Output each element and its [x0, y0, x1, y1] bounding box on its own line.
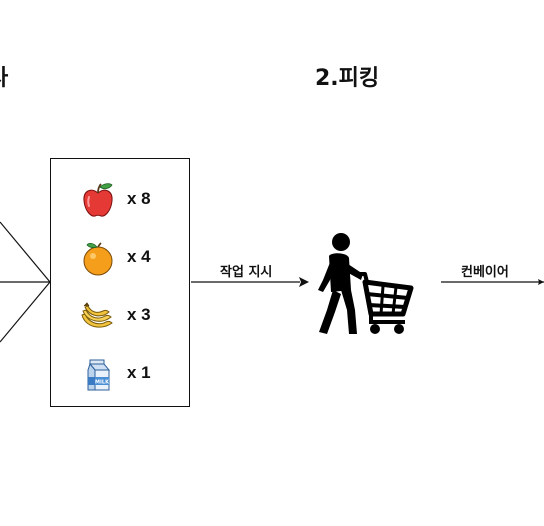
picking-step-title: 2.피킹 [315, 66, 380, 91]
apple-icon [83, 183, 113, 217]
order-item-orange: x 4 [51, 239, 191, 279]
previous-step-title: 사 [0, 60, 8, 92]
work-order-label: 작업 지시 [220, 265, 273, 280]
order-item-apple: x 8 [51, 181, 191, 221]
conveyor-label: 컨베이어 [461, 265, 509, 280]
banana-icon [81, 302, 113, 328]
order-item-milk: MILK x 1 [51, 355, 191, 395]
orange-icon [83, 242, 113, 276]
item-quantity: x 3 [127, 305, 151, 324]
order-list-box: x 8 x 4 x 3 [50, 158, 190, 407]
picker-with-cart-icon [318, 233, 414, 334]
svg-text:MILK: MILK [95, 380, 110, 386]
item-quantity: x 4 [127, 247, 151, 266]
item-quantity: x 8 [127, 189, 151, 208]
order-item-banana: x 3 [51, 297, 191, 337]
item-quantity: x 1 [127, 363, 151, 382]
milk-carton-icon: MILK [87, 359, 110, 391]
